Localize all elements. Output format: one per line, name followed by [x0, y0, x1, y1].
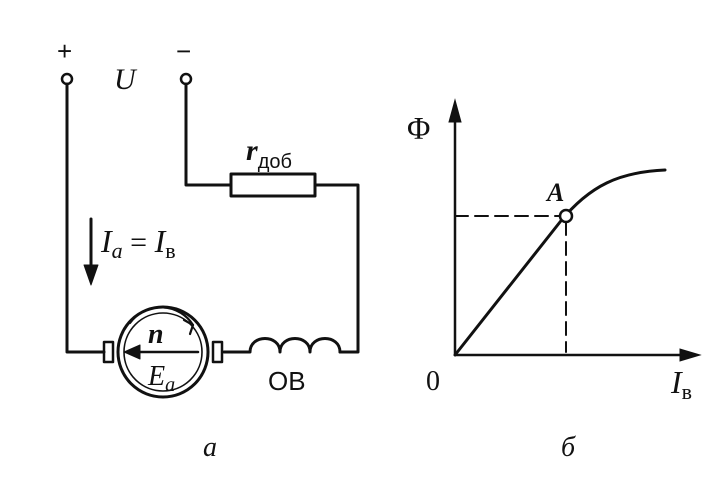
- brush-left: [102, 340, 115, 364]
- emf-label: Ea: [147, 361, 175, 396]
- resistor-label: rдоб: [246, 134, 292, 173]
- winding-label: ОВ: [268, 366, 306, 396]
- caption-a: а: [203, 432, 217, 463]
- origin-label: 0: [426, 366, 440, 397]
- right-wire: [313, 183, 360, 354]
- operating-point-a: [558, 208, 574, 224]
- y-axis-label: Φ: [407, 110, 430, 146]
- left-wire: [65, 82, 106, 354]
- current-label: Ia = Iв: [100, 223, 176, 263]
- voltage-label: U: [114, 63, 138, 96]
- x-axis-label: Iв: [670, 364, 692, 404]
- excitation-winding: [222, 337, 342, 354]
- point-a-label: A: [545, 178, 564, 207]
- brush-right: [211, 340, 224, 364]
- rotation-arrow: [128, 306, 195, 327]
- magnetization-graph: [448, 98, 702, 362]
- speed-label: n: [148, 319, 164, 350]
- plus-sign: +: [57, 36, 72, 66]
- circuit-diagram: [60, 72, 360, 399]
- caption-b: б: [561, 432, 576, 463]
- minus-sign: −: [176, 36, 191, 66]
- resistor-wire: [184, 82, 233, 187]
- resistor-r-dob: [229, 172, 317, 198]
